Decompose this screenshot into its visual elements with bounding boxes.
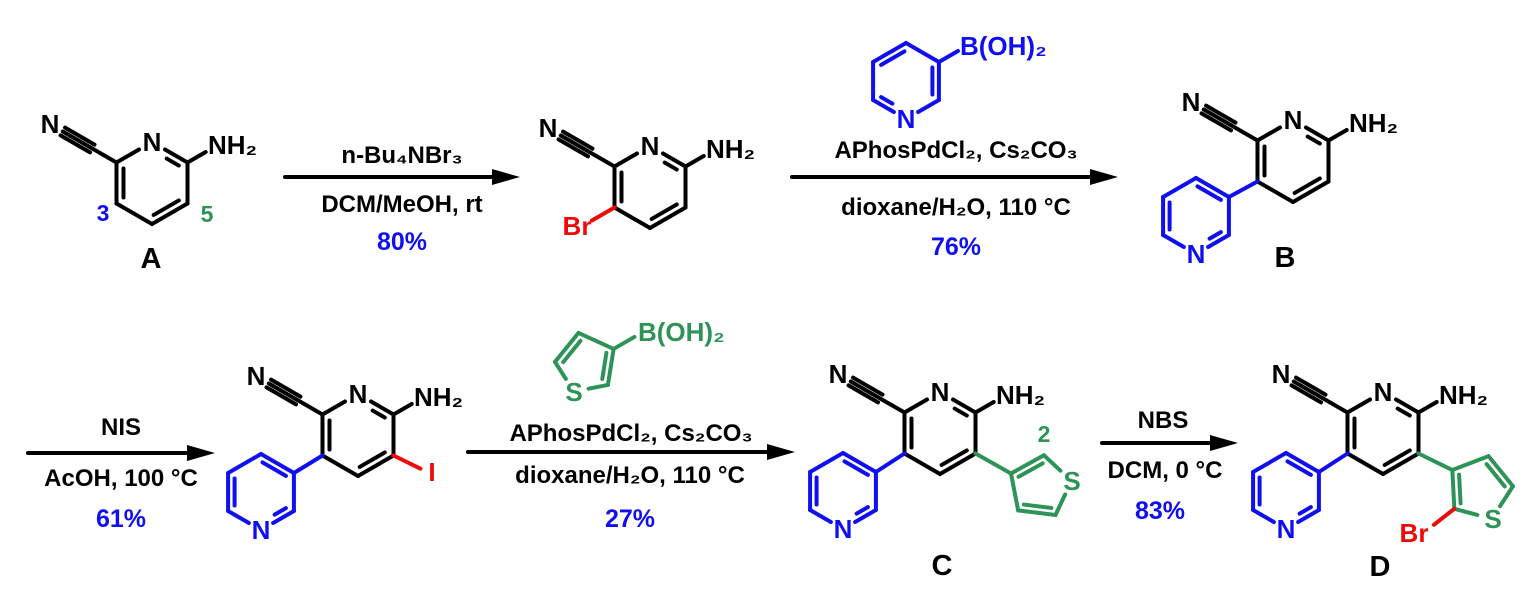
nitrile-n-label: N — [829, 359, 848, 389]
arrow-icon — [283, 169, 520, 185]
thiophene-s-label: S — [565, 377, 582, 407]
step-4-reagent: APhosPdCl₂, Cs₂CO₃ — [509, 420, 752, 447]
nitrile-n-label: N — [1272, 359, 1291, 389]
nitrile-n-label: N — [41, 109, 60, 139]
step-1-reagent: n-Bu₄NBr₃ — [341, 142, 462, 169]
bromo-label: Br — [1400, 518, 1429, 548]
amine-label: NH₂ — [706, 134, 755, 164]
bromo-label: Br — [563, 211, 592, 241]
step-1-arrow: n-Bu₄NBr₃ DCM/MeOH, rt 80% — [283, 142, 520, 256]
amine-label: NH₂ — [208, 130, 257, 160]
compound-a-bonds — [58, 125, 208, 226]
step-3-yield: 61% — [96, 505, 146, 533]
compound-b: N N NH₂ N B — [1161, 87, 1398, 274]
pyridine-n-label: N — [349, 379, 368, 409]
step-4-arrow: APhosPdCl₂, Cs₂CO₃ dioxane/H₂O, 110 °C 2… — [466, 420, 795, 533]
amine-label: NH₂ — [1349, 108, 1398, 138]
step-2-yield: 76% — [931, 233, 981, 261]
position-3-label: 3 — [97, 200, 110, 226]
step-3-arrow: NIS AcOH, 100 °C 61% — [26, 414, 215, 533]
nitrile-n-label: N — [1182, 87, 1201, 117]
arrow-icon — [1100, 435, 1238, 451]
pyridine-n-label: N — [931, 377, 950, 407]
nitrile-n-label: N — [539, 113, 558, 143]
compound-b-bonds — [1161, 103, 1349, 249]
step-3-conditions: AcOH, 100 °C — [44, 465, 198, 492]
arrow-icon — [26, 445, 215, 461]
pyridyl-n-label: N — [834, 514, 853, 544]
step-1-conditions: DCM/MeOH, rt — [321, 191, 482, 218]
step-5-reagent: NBS — [1138, 407, 1189, 434]
pyridine-n-label: N — [897, 104, 916, 134]
boronic-group-label: B(OH)₂ — [638, 317, 725, 347]
step-2-conditions: dioxane/H₂O, 110 °C — [841, 194, 1071, 221]
pyridine-n-label: N — [1284, 105, 1303, 135]
compound-b-letter: B — [1275, 242, 1296, 274]
thienyl-s-label: S — [1063, 466, 1080, 496]
amine-label: NH₂ — [996, 380, 1045, 410]
step-5-arrow: NBS DCM, 0 °C 83% — [1100, 407, 1238, 525]
boronic-group-label: B(OH)₂ — [960, 31, 1047, 61]
step-4-conditions: dioxane/H₂O, 110 °C — [515, 462, 745, 489]
pyridine-n-label: N — [641, 131, 660, 161]
step-2-reagent: APhosPdCl₂, Cs₂CO₃ — [834, 137, 1077, 164]
step-4-yield: 27% — [605, 505, 655, 533]
compound-iodide-bonds — [226, 377, 423, 525]
iodo-label: I — [428, 457, 435, 487]
arrow-icon — [790, 169, 1118, 185]
compound-a: N N NH₂ 3 5 A — [41, 109, 258, 275]
arrow-icon — [466, 444, 795, 460]
amine-label: NH₂ — [1439, 380, 1488, 410]
compound-c-letter: C — [932, 550, 953, 582]
compound-d-letter: D — [1370, 551, 1391, 583]
compound-bromide: N N NH₂ Br — [539, 113, 756, 241]
step-1-yield: 80% — [377, 228, 427, 256]
pyridine-n-label: N — [143, 127, 162, 157]
compound-c-bonds — [808, 375, 1068, 524]
thienyl-s-label: S — [1484, 504, 1501, 534]
compound-d-bonds — [1251, 375, 1515, 527]
thiophene-boronic-acid: B(OH)₂ S — [553, 317, 725, 407]
amine-label: NH₂ — [414, 382, 463, 412]
pyridyl-n-label: N — [252, 515, 271, 545]
pyridine-boronic-acid: B(OH)₂ N — [871, 31, 1047, 134]
compound-d: N N NH₂ N S Br D — [1251, 359, 1515, 583]
step-2-arrow: APhosPdCl₂, Cs₂CO₃ dioxane/H₂O, 110 °C 7… — [790, 137, 1118, 261]
compound-bromide-bonds — [556, 129, 706, 230]
thiophene-boronic-acid-bonds — [553, 330, 637, 391]
position-5-label: 5 — [201, 201, 214, 227]
compound-iodide: N N NH₂ N I — [226, 361, 463, 545]
pyridyl-n-label: N — [1187, 239, 1206, 269]
compound-a-letter: A — [141, 243, 162, 275]
pyridine-boronic-acid-bonds — [871, 41, 960, 114]
compound-c: N N NH₂ N S 2 C — [808, 359, 1081, 582]
step-5-yield: 83% — [1135, 497, 1185, 525]
step-3-reagent: NIS — [101, 414, 141, 441]
position-2-label: 2 — [1038, 421, 1051, 447]
pyridyl-n-label: N — [1277, 514, 1296, 544]
pyridine-n-label: N — [1374, 377, 1393, 407]
nitrile-n-label: N — [247, 361, 266, 391]
step-5-conditions: DCM, 0 °C — [1108, 457, 1223, 484]
